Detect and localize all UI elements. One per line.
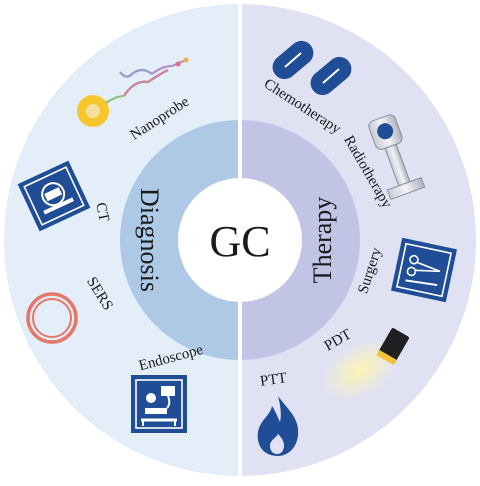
ct-label: CT xyxy=(92,201,112,223)
light-source-icon xyxy=(321,328,409,401)
endoscope-icon xyxy=(131,375,187,433)
surgical-instruments-icon xyxy=(390,237,458,303)
ct-scanner-icon xyxy=(17,160,91,232)
flame-icon xyxy=(257,396,299,456)
nanoprobe-icon xyxy=(77,57,189,127)
pill-capsules-icon xyxy=(272,40,352,96)
sers-ring-icon xyxy=(26,292,78,344)
ptt-label: PTT xyxy=(259,370,288,390)
center-label: GC xyxy=(209,217,270,266)
therapy-title: Therapy xyxy=(308,197,337,284)
diagnosis-title: Diagnosis xyxy=(135,188,164,292)
center-circle xyxy=(178,178,302,302)
radiotherapy-machine-icon xyxy=(368,114,426,201)
